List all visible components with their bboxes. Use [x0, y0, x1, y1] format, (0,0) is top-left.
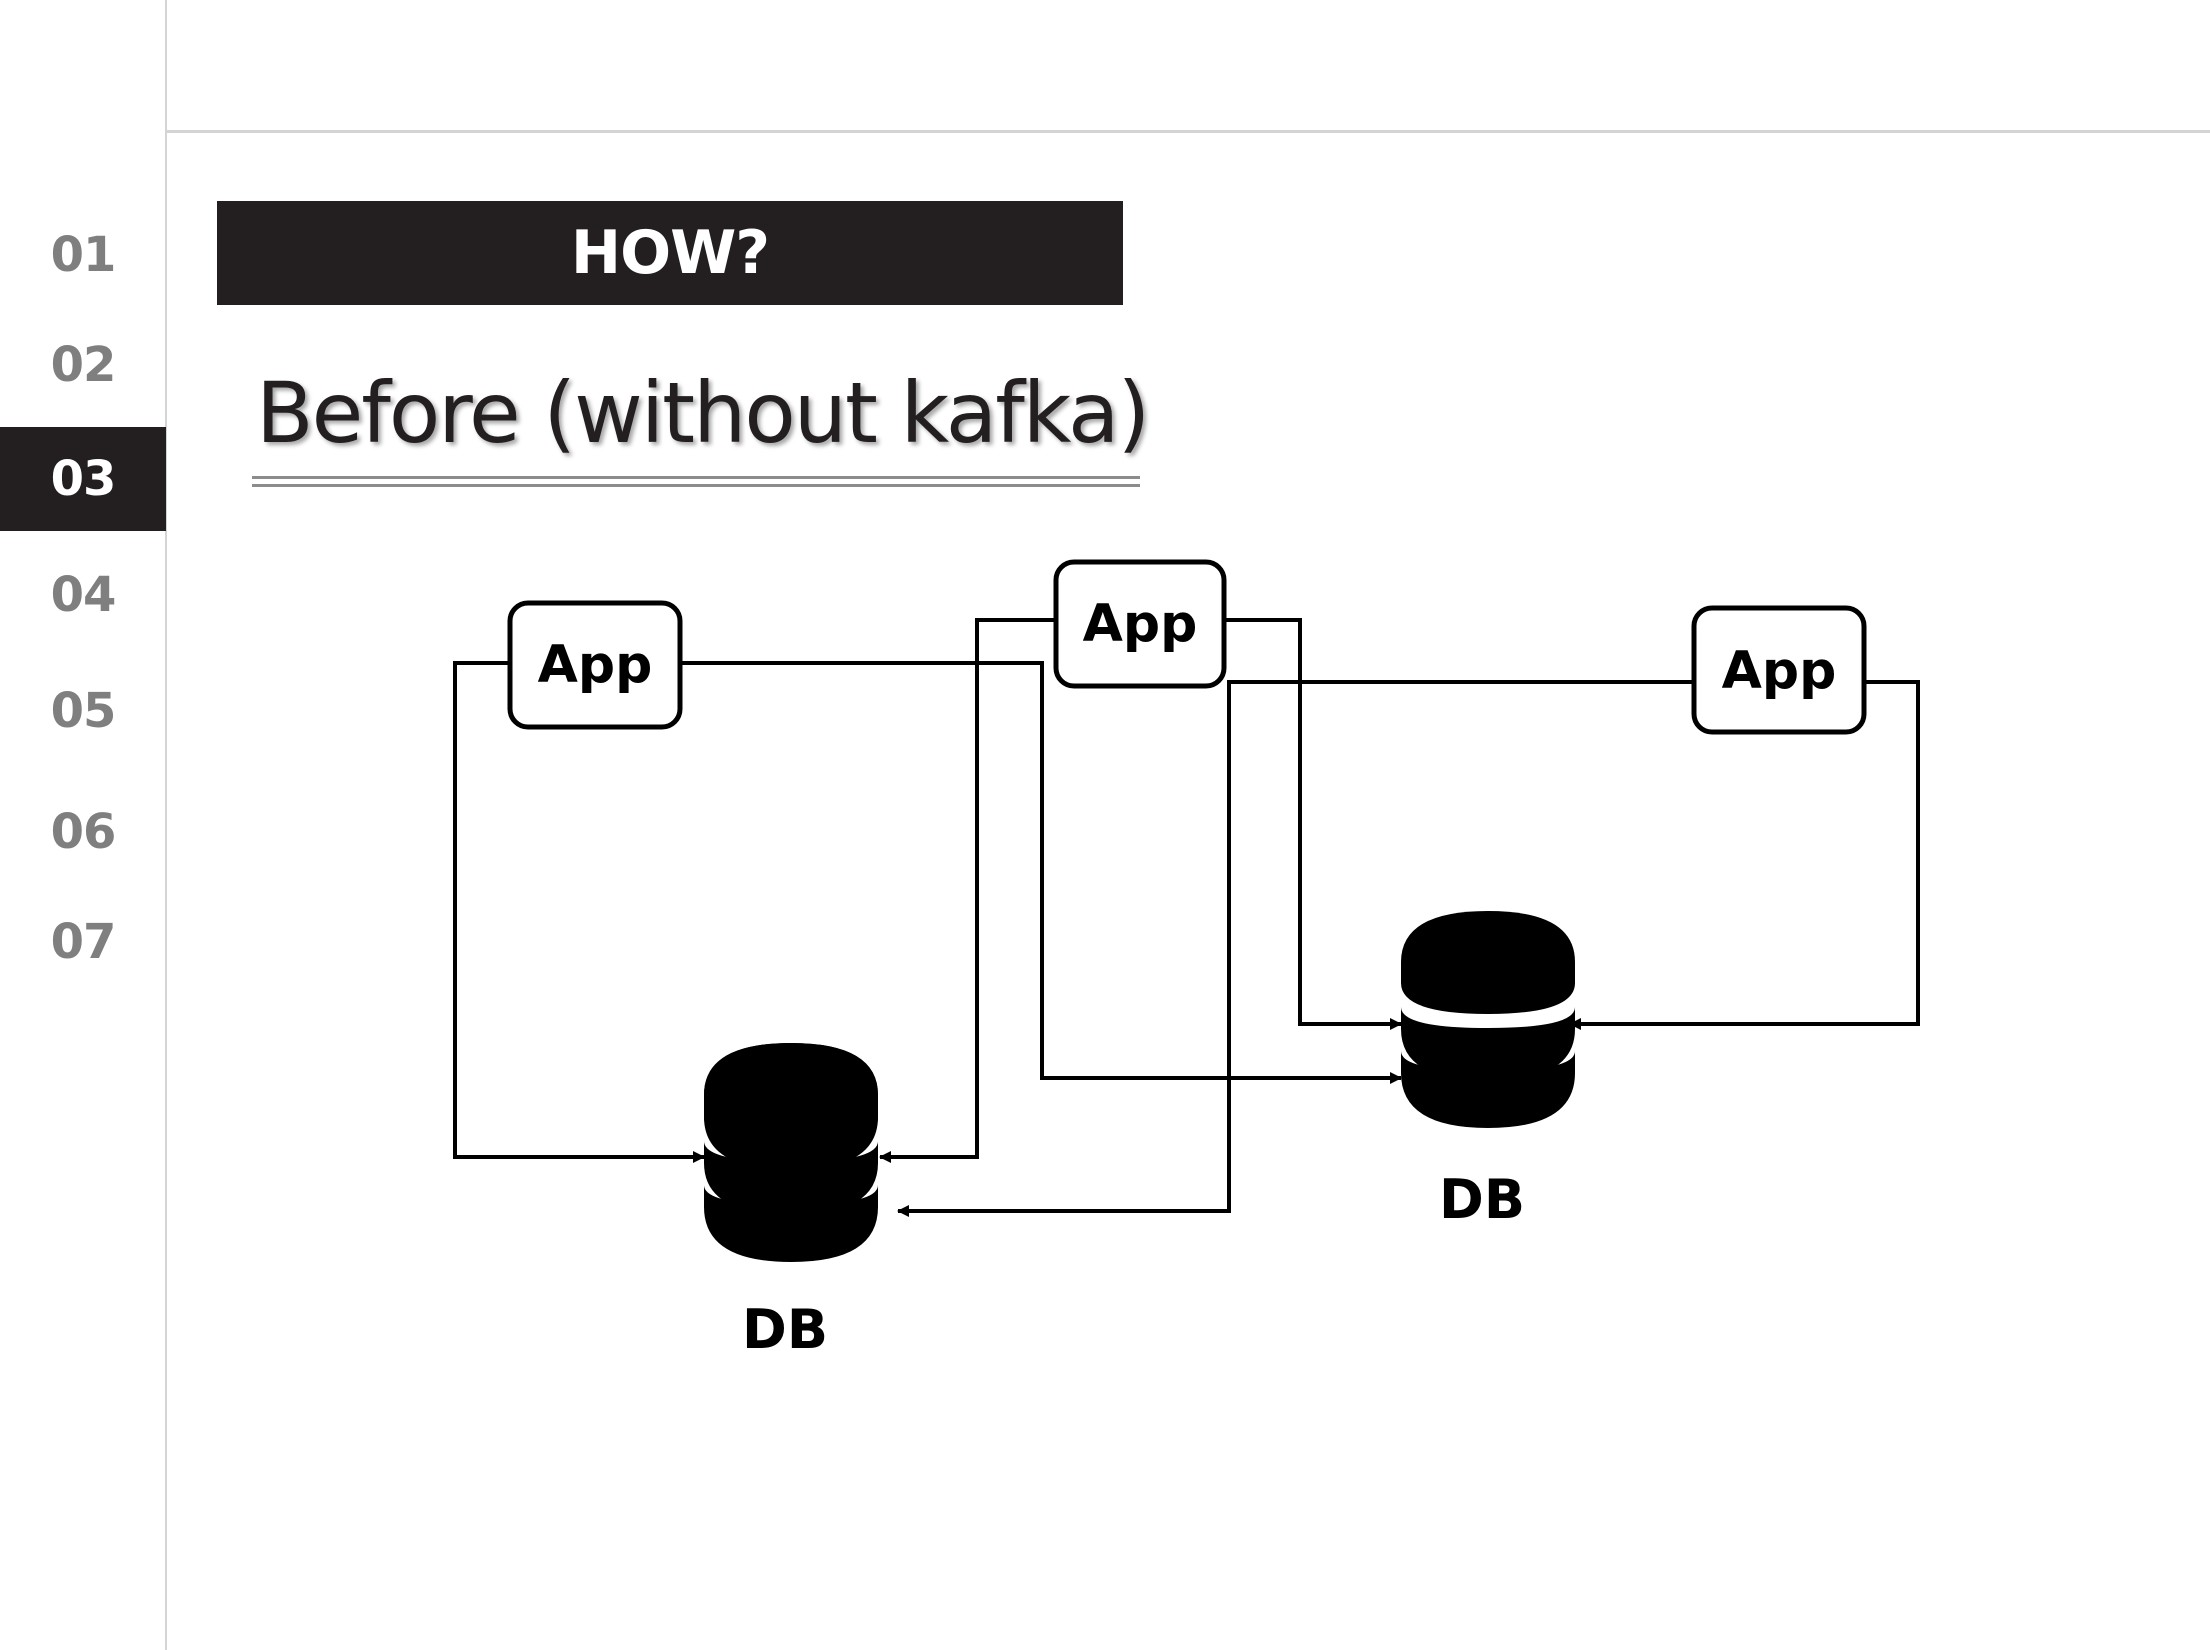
- app-node: App: [1691, 605, 1867, 735]
- connector-app2-db2: [1224, 618, 1402, 1030]
- header-divider: [166, 130, 2210, 133]
- app-label: App: [538, 635, 653, 695]
- nav-item-05[interactable]: 05: [0, 659, 166, 763]
- database-icon: [704, 1043, 878, 1262]
- db-label: DB: [742, 1298, 828, 1361]
- connectors: [453, 618, 1920, 1217]
- connector-app1-db2: [682, 661, 1402, 1084]
- nav-item-label: 04: [50, 567, 117, 623]
- app-label: App: [1083, 594, 1198, 654]
- app-label: App: [1722, 641, 1837, 701]
- database-icon: [1401, 911, 1575, 1128]
- nav-item-label: 06: [50, 804, 117, 860]
- nav-item-04[interactable]: 04: [0, 543, 166, 647]
- section-banner-label: HOW?: [570, 218, 770, 288]
- connector-app1-db1: [453, 661, 705, 1163]
- nav-item-label: 03: [50, 451, 117, 507]
- slide-title: Before (without kafka): [256, 364, 1150, 462]
- nav-item-02[interactable]: 02: [0, 313, 166, 417]
- title-underline: [252, 484, 1140, 487]
- nav-item-label: 07: [50, 914, 117, 970]
- nav-item-label: 02: [50, 337, 117, 393]
- app-node: App: [507, 600, 683, 730]
- nav-item-03[interactable]: 03: [0, 427, 166, 531]
- sidebar-divider: [165, 0, 167, 1650]
- db-label: DB: [1439, 1168, 1525, 1231]
- section-banner: HOW?: [217, 201, 1123, 305]
- nav-item-06[interactable]: 06: [0, 780, 166, 884]
- connector-app3-db2: [1569, 680, 1920, 1030]
- title-underline: [252, 476, 1140, 479]
- nav-item-label: 01: [50, 227, 117, 283]
- connector-app2-db1: [879, 618, 1056, 1163]
- nav-item-label: 05: [50, 683, 117, 739]
- app-node: App: [1053, 559, 1227, 689]
- nav-item-01[interactable]: 01: [0, 203, 166, 307]
- connector-app3-db1: [897, 680, 1694, 1217]
- nav-item-07[interactable]: 07: [0, 890, 166, 994]
